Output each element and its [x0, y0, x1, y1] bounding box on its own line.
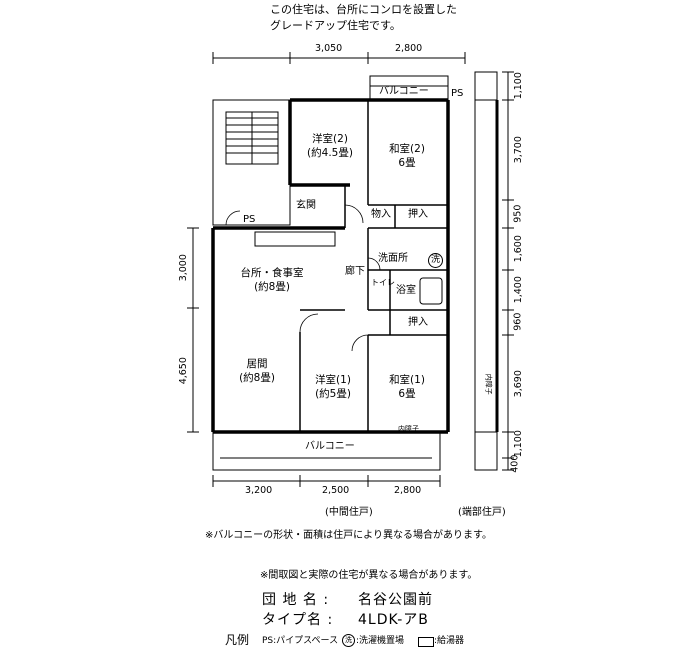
type-name-value: 4LDK-アB: [358, 612, 429, 628]
washer-symbol: 洗: [428, 253, 443, 268]
dim-left-2: 4,650: [177, 357, 189, 385]
ps-top-label: PS: [451, 88, 464, 99]
inner-fusuma-side-label: 内障子: [484, 373, 493, 395]
living-label: 居間 (約8畳): [239, 358, 275, 384]
closet-mid-label: 押入: [408, 317, 428, 328]
kitchen-label: 台所・食事室 (約8畳): [240, 267, 304, 293]
dim-right-8: 1,100: [512, 430, 524, 458]
western-room-2-label: 洋室(2) (約4.5畳): [307, 133, 353, 159]
dim-right-6: 960: [512, 312, 524, 331]
western-room-1-label: 洋室(1) (約5畳): [315, 374, 351, 400]
balcony-note: ※バルコニーの形状・面積は住戸により異なる場合があります。: [205, 530, 492, 541]
legend-heater: :給湯器: [434, 636, 465, 646]
legend-title: 凡例: [225, 633, 250, 647]
balcony-top-label: バルコニー: [379, 86, 429, 97]
heater-icon: [418, 637, 434, 647]
legend-washer-icon: 洗: [342, 634, 355, 647]
estate-name-value: 名谷公園前: [358, 592, 433, 608]
legend-ps: PS:パイプスペース: [262, 636, 339, 646]
dim-right-3: 950: [512, 204, 524, 223]
ps-left-label: PS: [243, 214, 256, 225]
closet-top-label: 押入: [408, 209, 428, 220]
balcony-bottom-label: バルコニー: [305, 441, 355, 452]
toilet-label: トイレ: [371, 278, 395, 287]
inner-fusuma-label: 内障子: [398, 425, 419, 433]
type-name-label: タイプ名 :: [262, 612, 334, 628]
legend-washer: :洗濯機置場: [356, 636, 405, 646]
dim-right-9: 400: [509, 454, 521, 473]
dim-bottom-2: 2,500: [322, 485, 350, 496]
dim-top-2: 2,800: [395, 43, 423, 54]
bath-label: 浴室: [396, 285, 416, 296]
dim-bottom-1: 3,200: [245, 485, 273, 496]
estate-name-label: 団 地 名 :: [262, 592, 330, 608]
layout-note: ※間取図と実際の住宅が異なる場合があります。: [260, 570, 478, 581]
dim-right-5: 1,400: [512, 276, 524, 304]
dim-right-2: 3,700: [512, 136, 524, 164]
end-unit-label: (端部住戸): [458, 507, 506, 518]
dim-right-7: 3,690: [512, 370, 524, 398]
japanese-room-1-label: 和室(1) 6畳: [389, 374, 425, 400]
dim-left-1: 3,000: [177, 254, 189, 282]
washroom-label: 洗面所: [378, 253, 408, 264]
japanese-room-2-label: 和室(2) 6畳: [389, 143, 425, 169]
dim-right-1: 1,100: [512, 72, 524, 100]
top-note: この住宅は、台所にコンロを設置した グレードアップ住宅です。: [270, 3, 457, 32]
dim-right-4: 1,600: [512, 235, 524, 263]
dim-bottom-3: 2,800: [394, 485, 422, 496]
dim-top-1: 3,050: [315, 43, 343, 54]
entrance-label: 玄関: [296, 200, 316, 211]
storage-label: 物入: [371, 209, 391, 220]
middle-unit-label: (中間住戸): [325, 507, 373, 518]
corridor-label: 廊下: [345, 266, 365, 277]
